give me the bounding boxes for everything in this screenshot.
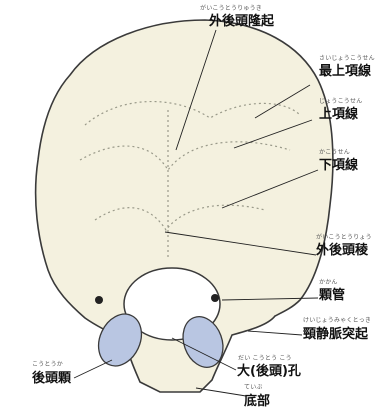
condylar-canal-label: 顆管 [319, 289, 345, 302]
ext-occ-crest-label: 外後頭稜 [316, 244, 368, 257]
right-condylar-canal [211, 294, 219, 302]
ext-occ-protuberance-label: 外後頭隆起 [209, 15, 274, 28]
occipital-condyle-ruby: こうとうか [32, 362, 63, 368]
highest-nuchal-line-label: 最上項線 [319, 65, 371, 78]
condylar-canal-ruby: かかん [319, 280, 338, 286]
inferior-nuchal-line-label: 下項線 [319, 159, 358, 172]
superior-nuchal-line-ruby: じょうこうせん [319, 99, 362, 105]
inferior-nuchal-line-ruby: かこうせん [319, 150, 350, 156]
basilar-part-label: 底部 [244, 395, 270, 408]
foramen-magnum-ruby: だい こうとう こう [238, 356, 292, 362]
ext-occ-protuberance-ruby: がいこうとうりゅうき [200, 6, 262, 12]
jugular-process-ruby: けいじょうみゃくとっき [303, 318, 371, 324]
highest-nuchal-line-ruby: さいじょうこうせん [319, 56, 375, 62]
basilar-part-ruby: ていぶ [244, 385, 263, 391]
foramen-magnum-label: 大(後頭)孔 [237, 365, 301, 378]
jugular-process-label: 頸静脈突起 [303, 328, 368, 341]
occipital-condyle-label: 後頭顆 [32, 372, 71, 385]
left-condylar-canal [95, 296, 103, 304]
superior-nuchal-line-label: 上項線 [319, 108, 358, 121]
ext-occ-crest-ruby: がいこうとうりょう [316, 235, 372, 241]
